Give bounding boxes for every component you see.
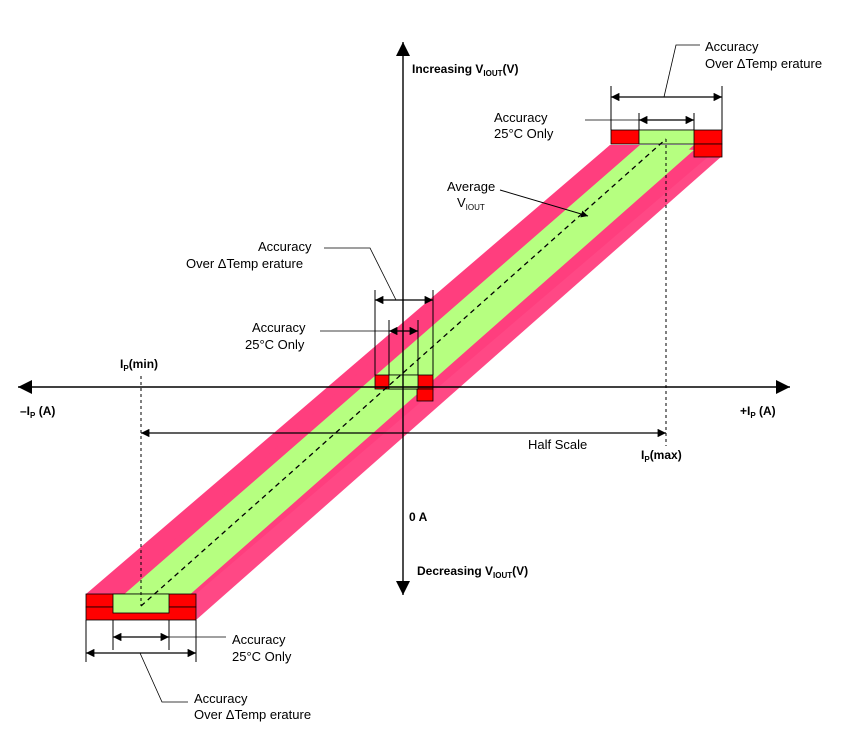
bottom-25-accuracy-sub: 25°C Only xyxy=(232,649,292,664)
top-error-box-outer-lower xyxy=(693,143,723,158)
top-25-accuracy-label: Accuracy xyxy=(494,110,548,125)
bottom-temp-accuracy-label: Accuracy xyxy=(194,691,248,706)
center-error-box-outer-lower xyxy=(416,388,434,402)
mid-temp-accuracy-sub: Over ΔTemp erature xyxy=(186,256,303,271)
mid-25-accuracy-label: Accuracy xyxy=(252,320,306,335)
average-label: Average xyxy=(447,179,495,194)
y-top-label: Increasing VIOUT(V) xyxy=(412,62,518,78)
bottom-temp-accuracy-sub: Over ΔTemp erature xyxy=(194,707,311,722)
half-scale-label: Half Scale xyxy=(528,437,587,452)
ip-min-label: IP(min) xyxy=(120,357,158,373)
top-temp-accuracy-label: Accuracy xyxy=(705,39,759,54)
x-right-label: +IP (A) xyxy=(740,404,776,420)
bottom-error-box-inner xyxy=(112,593,170,614)
top-error-box-inner xyxy=(638,129,695,145)
origin-label: 0 A xyxy=(409,510,428,524)
top-25-accuracy-sub: 25°C Only xyxy=(494,126,554,141)
average-pointer xyxy=(499,189,589,218)
ip-max-label: IP(max) xyxy=(641,448,682,464)
bottom-25-accuracy-label: Accuracy xyxy=(232,632,286,647)
mid-temp-accuracy-label: Accuracy xyxy=(258,239,312,254)
y-bottom-label: Decreasing VIOUT(V) xyxy=(417,564,528,580)
x-left-label: –IP (A) xyxy=(20,404,55,420)
average-viout-label: VIOUT xyxy=(457,195,485,212)
mid-25-accuracy-sub: 25°C Only xyxy=(245,337,305,352)
top-temp-accuracy-sub: Over ΔTemp erature xyxy=(705,56,822,71)
